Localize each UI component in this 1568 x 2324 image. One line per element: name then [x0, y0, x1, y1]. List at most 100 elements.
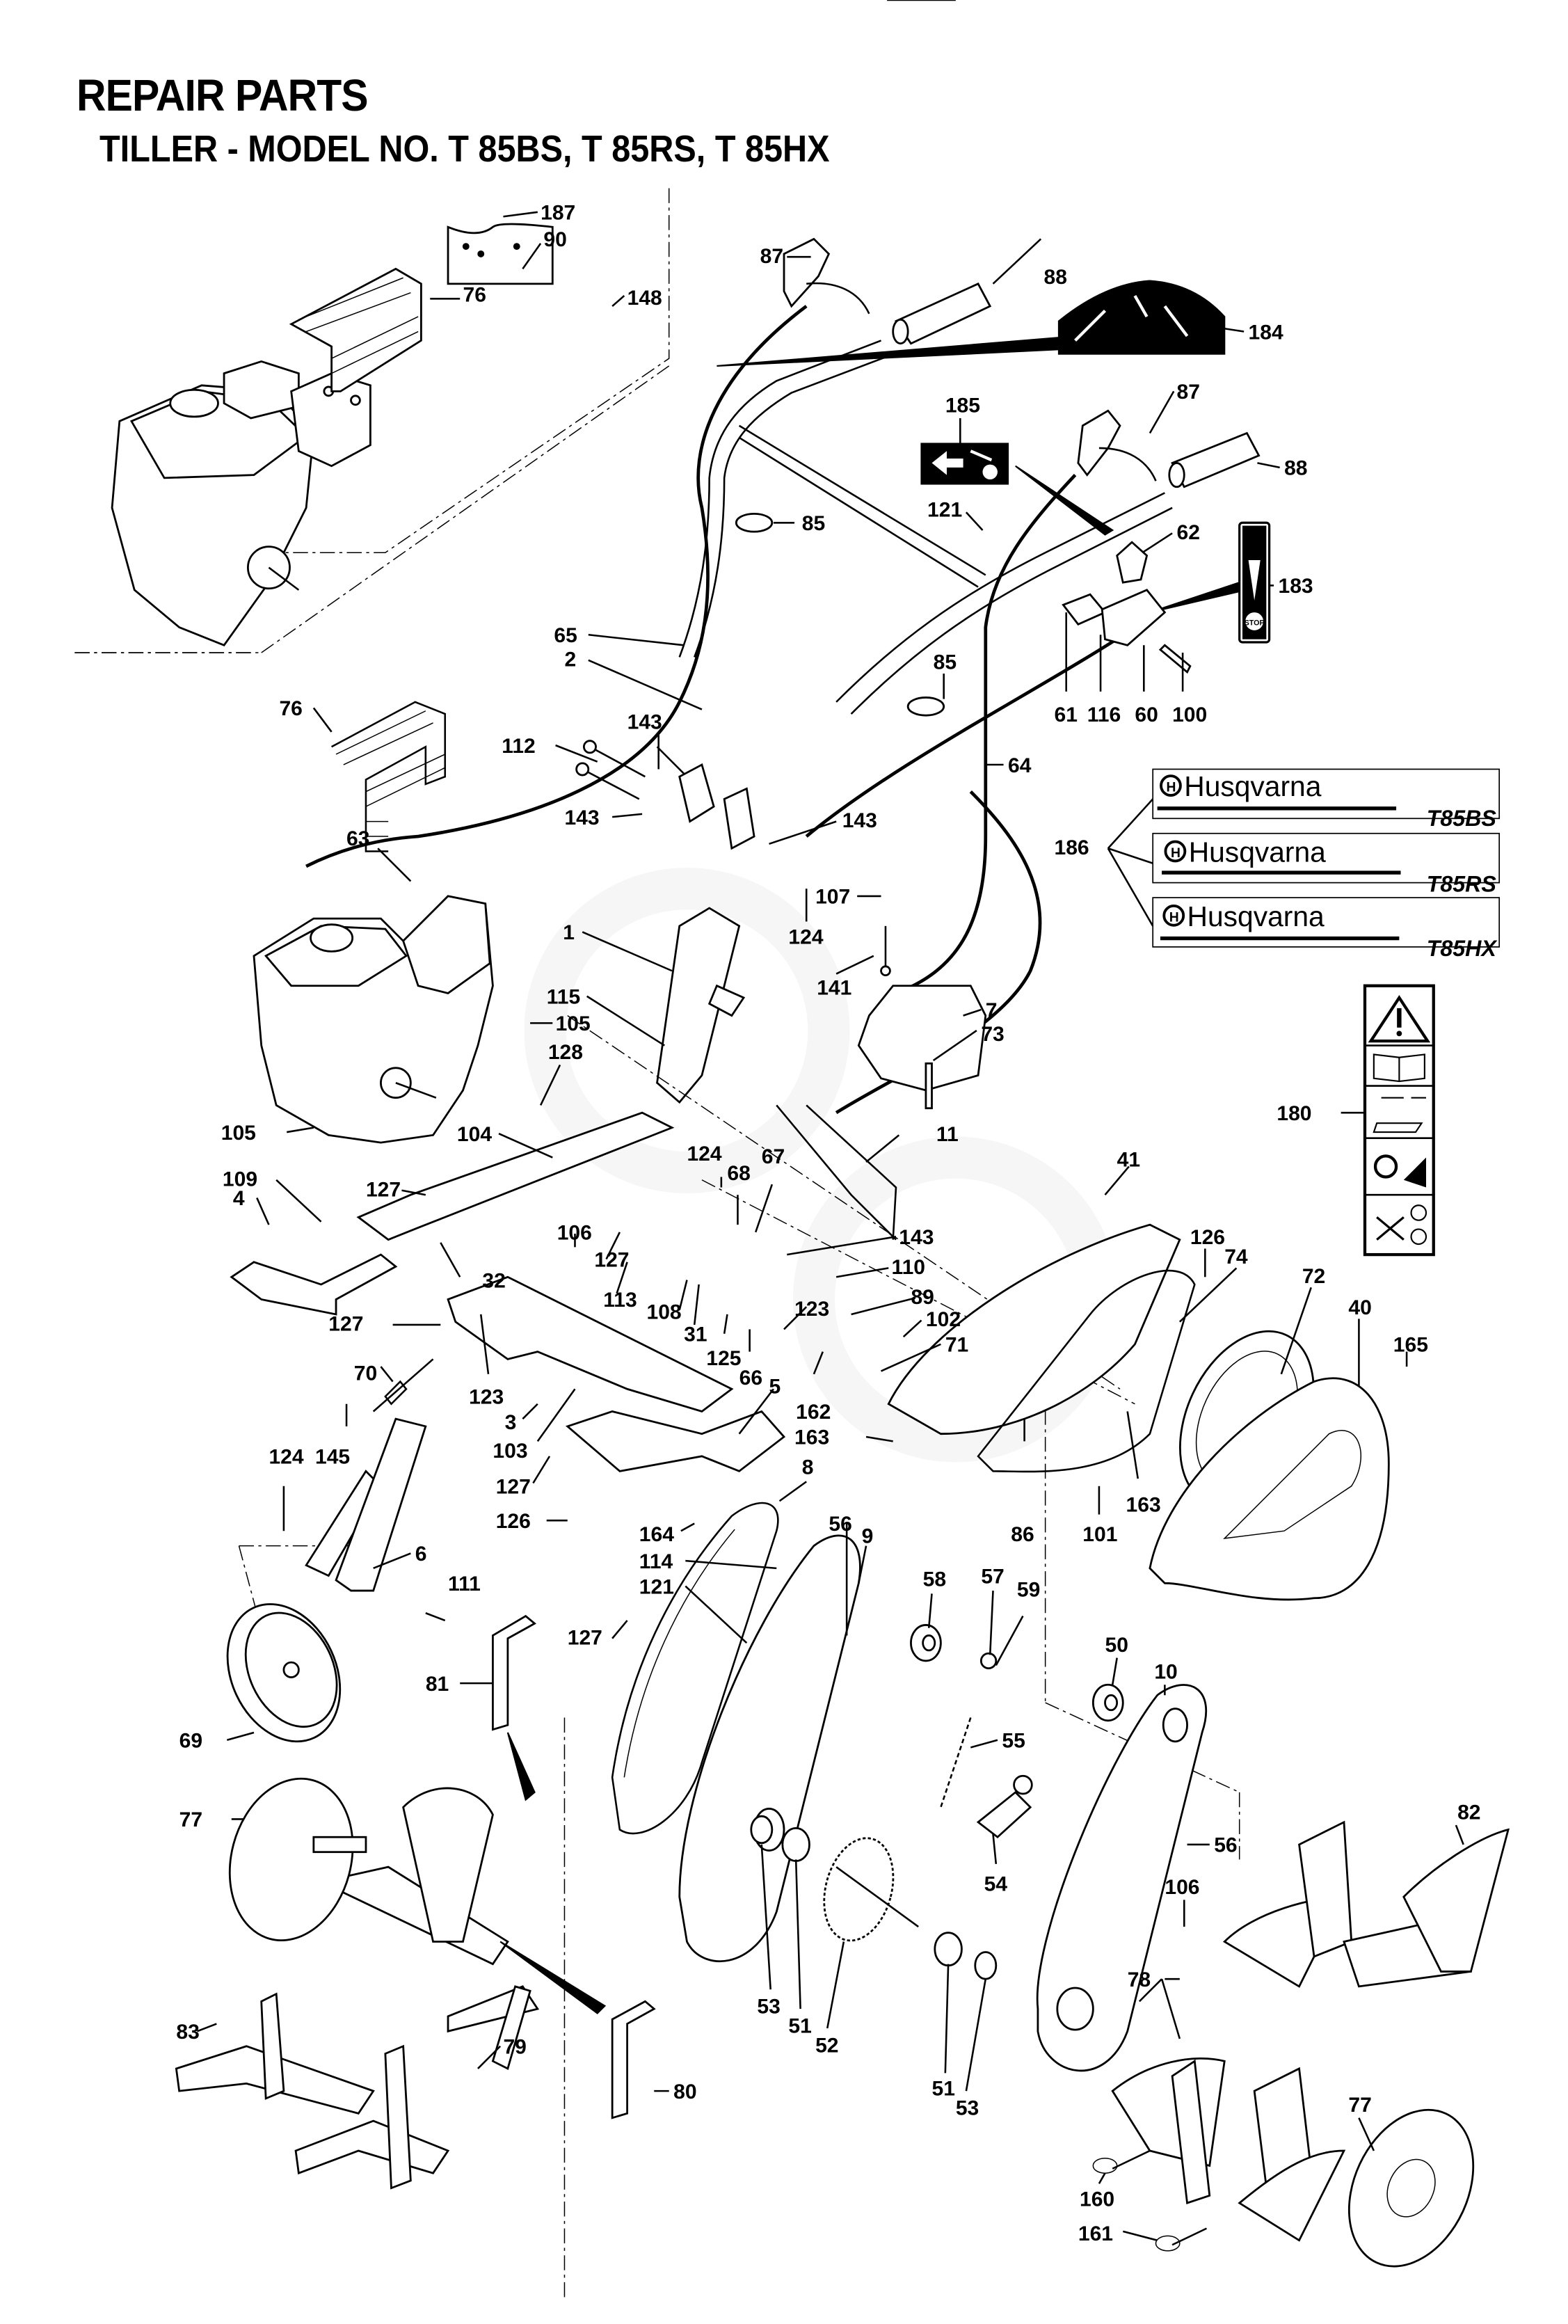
- engine-lower: [253, 895, 494, 1144]
- footplate-4: [230, 1253, 398, 1316]
- decal-183: STOP: [1149, 521, 1271, 644]
- spring-70: [372, 1358, 434, 1412]
- handle-bracket: [678, 763, 755, 850]
- part-label-77-b: 77: [1348, 2094, 1371, 2117]
- tine-80: [499, 1941, 656, 2119]
- disc-77-right: [1347, 2108, 1475, 2268]
- decal-model-2: T85RS: [1427, 871, 1497, 896]
- part-label-162: 162: [796, 1401, 831, 1424]
- part-label-143-d: 143: [899, 1226, 934, 1249]
- part-label-78: 78: [1128, 1968, 1151, 1991]
- frame-1: [656, 907, 746, 1104]
- part-label-60: 60: [1135, 703, 1158, 726]
- part-label-88-right: 88: [1284, 457, 1307, 480]
- frame-3: [356, 1111, 734, 1413]
- part-label-76: 76: [463, 284, 486, 307]
- decal-brand-1: Husqvarna: [1184, 770, 1321, 802]
- clutch-lever-left: [783, 237, 870, 315]
- part-label-87: 87: [760, 245, 783, 268]
- part-label-4: 4: [233, 1187, 245, 1210]
- part-label-85-lower: 85: [934, 651, 957, 674]
- page-subtitle: TILLER - MODEL NO. T 85BS, T 85RS, T 85H…: [99, 128, 830, 170]
- part-label-55: 55: [1002, 1729, 1025, 1752]
- part-label-8: 8: [802, 1456, 814, 1479]
- plate-187: [447, 223, 554, 285]
- part-label-124-mid: 124: [687, 1143, 721, 1165]
- decal-model-1: T85BS: [1427, 806, 1497, 831]
- part-label-50: 50: [1105, 1634, 1128, 1657]
- part-label-116: 116: [1087, 703, 1121, 726]
- part-label-88: 88: [1043, 266, 1066, 289]
- part-label-57: 57: [981, 1565, 1004, 1588]
- bearing-50: [1091, 1683, 1124, 1722]
- part-label-143-c: 143: [842, 809, 877, 832]
- part-label-71: 71: [945, 1334, 968, 1357]
- part-label-127-c: 127: [328, 1313, 363, 1336]
- part-label-53-b: 53: [956, 2096, 979, 2119]
- part-label-79: 79: [503, 2035, 526, 2058]
- part-label-113: 113: [603, 1289, 637, 1312]
- decal-185: [920, 443, 1114, 536]
- part-label-59: 59: [1017, 1579, 1040, 1602]
- part-label-90: 90: [543, 228, 566, 251]
- belt-74: [977, 1269, 1196, 1473]
- hose-clamp-lower: [906, 697, 945, 717]
- part-label-126-b: 126: [496, 1510, 531, 1533]
- part-label-54: 54: [984, 1873, 1008, 1896]
- part-label-127-e: 127: [568, 1626, 602, 1649]
- part-label-109: 109: [223, 1168, 257, 1191]
- part-label-127: 127: [366, 1178, 401, 1201]
- part-label-103: 103: [493, 1440, 527, 1463]
- part-label-102: 102: [926, 1308, 961, 1331]
- part-label-81: 81: [426, 1673, 449, 1696]
- gearbox-7: [857, 0, 987, 1110]
- bearing-51a: [781, 1826, 810, 1862]
- wheel-69: [226, 1603, 342, 1743]
- decal-stop-text: STOP: [1245, 619, 1265, 627]
- part-label-76-mid: 76: [279, 697, 302, 720]
- part-label-32: 32: [482, 1269, 505, 1292]
- part-label-110: 110: [892, 1256, 925, 1279]
- part-label-73: 73: [981, 1023, 1004, 1046]
- part-label-53: 53: [757, 1996, 780, 2019]
- part-label-100: 100: [1172, 703, 1207, 726]
- part-label-164: 164: [639, 1523, 674, 1546]
- part-label-143-b: 143: [564, 806, 599, 829]
- part-label-186: 186: [1055, 836, 1089, 859]
- throttle-assembly: [1062, 541, 1192, 674]
- part-label-121-b: 121: [639, 1575, 674, 1598]
- manual-book-icon: [1373, 1053, 1425, 1083]
- seal-53b: [974, 1951, 998, 1980]
- part-label-6: 6: [415, 1543, 427, 1566]
- bolts-112: [575, 740, 646, 800]
- tine-assembly-lower-right: [1111, 2057, 1346, 2242]
- engine-group-outline: [74, 188, 670, 653]
- part-label-64: 64: [1008, 754, 1032, 777]
- bearing-58: [910, 1624, 942, 1662]
- warning-triangle-icon: [1368, 994, 1431, 1043]
- part-label-61: 61: [1055, 703, 1078, 726]
- part-label-67: 67: [762, 1145, 785, 1168]
- part-label-183: 183: [1279, 575, 1313, 598]
- part-label-121: 121: [927, 499, 962, 522]
- part-label-69: 69: [179, 1729, 202, 1752]
- part-label-163-b: 163: [1126, 1493, 1161, 1516]
- engine-upper: [111, 360, 371, 647]
- grip-right: [1168, 431, 1261, 488]
- part-label-1: 1: [563, 921, 575, 944]
- part-label-41: 41: [1117, 1148, 1140, 1171]
- part-label-111: 111: [448, 1573, 481, 1595]
- part-label-187: 187: [541, 202, 575, 225]
- part-label-124: 124: [788, 926, 823, 949]
- part-label-31: 31: [684, 1323, 707, 1346]
- belt-guard-41: [887, 1223, 1181, 1435]
- part-label-7: 7: [986, 999, 998, 1022]
- bracket-11: [776, 1104, 897, 1241]
- part-label-51-b: 51: [932, 2078, 955, 2101]
- part-label-124-low: 124: [269, 1446, 303, 1469]
- part-label-68: 68: [727, 1162, 750, 1185]
- part-label-125: 125: [706, 1347, 741, 1370]
- tine-assembly-lower-left: [175, 1992, 450, 2190]
- part-label-114: 114: [639, 1550, 673, 1573]
